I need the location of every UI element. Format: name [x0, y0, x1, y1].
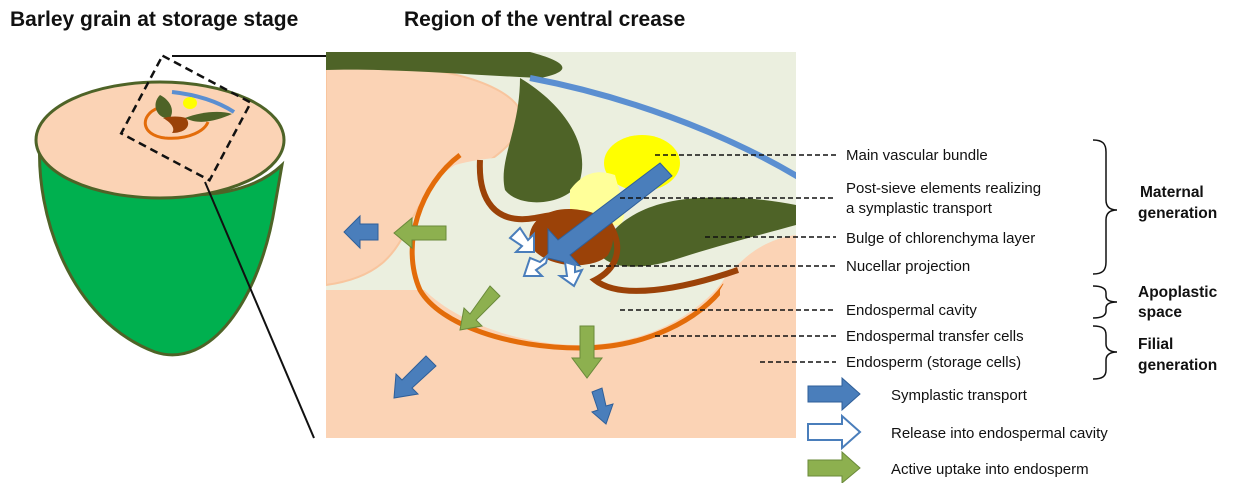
- label-post-sieve-1: Post-sieve elements realizing: [846, 180, 1041, 197]
- label-endosperm: Endosperm (storage cells): [846, 354, 1021, 371]
- label-nucellar: Nucellar projection: [846, 258, 970, 275]
- group-brackets: [1093, 140, 1117, 379]
- bracket-apoplastic: [1093, 286, 1117, 318]
- legend-release-label: Release into endospermal cavity: [891, 425, 1108, 442]
- legend-symplastic-label: Symplastic transport: [891, 387, 1028, 404]
- label-bulge: Bulge of chlorenchyma layer: [846, 230, 1035, 247]
- label-cavity: Endospermal cavity: [846, 302, 977, 319]
- group-maternal-2: generation: [1138, 205, 1217, 222]
- group-apoplastic-2: space: [1138, 304, 1182, 321]
- group-filial-1: Filial: [1138, 336, 1173, 353]
- mini-vascular-bundle: [183, 97, 197, 109]
- legend: Symplastic transport Release into endosp…: [808, 378, 1108, 483]
- bracket-maternal: [1093, 140, 1117, 274]
- bracket-filial: [1093, 326, 1117, 379]
- label-transfer: Endospermal transfer cells: [846, 328, 1024, 345]
- label-post-sieve-2: a symplastic transport: [846, 200, 993, 217]
- legend-uptake-label: Active uptake into endosperm: [891, 461, 1089, 478]
- legend-release-arrow-icon: [808, 416, 860, 448]
- group-apoplastic-1: Apoplastic: [1138, 284, 1218, 301]
- legend-symplastic-arrow-icon: [808, 378, 860, 410]
- label-main-vascular-bundle: Main vascular bundle: [846, 147, 988, 164]
- group-maternal-1: Maternal: [1140, 184, 1204, 201]
- barley-grain: [36, 56, 284, 355]
- legend-uptake-arrow-icon: [808, 452, 860, 483]
- group-filial-2: generation: [1138, 357, 1217, 374]
